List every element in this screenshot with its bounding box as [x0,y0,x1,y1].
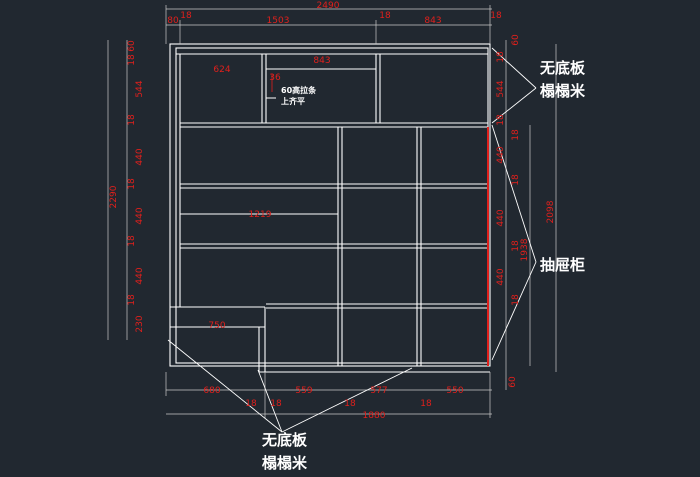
note-strip-line1: 60高拉条 [281,85,317,95]
dim-bottom-18c: 18 [344,399,356,409]
right-dimensions: 60 18 544 18 18 440 440 18 18 440 18 60 … [496,34,556,388]
dim-left-230: 230 [135,315,145,332]
dim-left-18e: 18 [127,294,137,306]
dim-right-18d: 18 [511,174,521,186]
dim-top-18b: 18 [379,11,391,21]
dim-top-843: 843 [424,16,441,26]
dim-top-18a: 18 [180,11,192,21]
dim-right-1938: 1938 [520,238,530,261]
dim-top-1503: 1503 [267,16,290,26]
dim-bottom-18d: 18 [420,399,432,409]
dimension-lines [107,5,557,418]
dim-bottom-550: 550 [446,386,463,396]
dim-inner-750: 750 [208,321,225,331]
dim-right-544: 544 [496,80,506,97]
dim-total-width: 2490 [317,1,340,11]
note-bottom-line2: 榻榻米 [262,454,308,472]
dim-left-440c: 440 [135,267,145,284]
note-drawer-cabinet: 抽屉柜 [540,256,585,274]
dim-right-18f: 18 [511,294,521,306]
inner-dimensions: 624 36 843 1219 750 [208,56,330,331]
dim-right-18a: 18 [496,51,506,63]
dim-left-440b: 440 [135,207,145,224]
dim-right-60b: 60 [508,376,518,388]
note-top-right-line2: 榻榻米 [540,82,586,100]
dim-left-440a: 440 [135,148,145,165]
note-bottom-line1: 无底板 [261,431,308,449]
dim-right-440b: 440 [496,209,506,226]
dim-inner-624: 624 [213,65,230,75]
bottom-dimensions: 680 18 18 559 18 577 18 550 1880 [203,386,463,421]
dim-right-18e: 18 [511,240,521,252]
dim-left-18d: 18 [127,235,137,247]
dim-left-total: 2290 [109,185,119,208]
dim-right-18b: 18 [496,114,506,126]
dim-left-18b: 18 [127,114,137,126]
dim-top-18c: 18 [490,11,502,21]
dim-bottom-680: 680 [203,386,220,396]
dim-left-18a: 18 [127,54,137,66]
dim-right-2098: 2098 [546,200,556,223]
note-strip-line2: 上齐平 [281,96,305,106]
dim-left-18c: 18 [127,178,137,190]
dim-inner-843: 843 [313,56,330,66]
dim-right-440c: 440 [496,268,506,285]
left-dimensions: 2290 60 18 544 18 440 18 440 18 440 18 2… [109,40,145,333]
dim-bottom-total: 1880 [363,411,386,421]
annotations: 无底板 榻榻米 抽屉柜 无底板 榻榻米 60高拉条 上齐平 [261,59,586,472]
dim-top-80: 80 [167,16,179,26]
dim-inner-1219: 1219 [249,210,272,220]
dim-left-544: 544 [135,80,145,97]
note-top-right-line1: 无底板 [539,59,586,77]
cabinet-outline [169,43,491,373]
leader-lines [167,47,537,433]
dim-right-440a: 440 [496,146,506,163]
dim-bottom-18a: 18 [245,399,257,409]
dim-left-60: 60 [127,40,137,52]
dim-bottom-559: 559 [295,386,312,396]
dim-bottom-18b: 18 [270,399,282,409]
dim-bottom-577: 577 [370,386,387,396]
dim-inner-36: 36 [269,73,281,83]
dim-right-18c: 18 [511,129,521,141]
top-dimensions: 2490 80 18 1503 18 843 18 [167,1,502,26]
dim-right-60a: 60 [511,34,521,46]
